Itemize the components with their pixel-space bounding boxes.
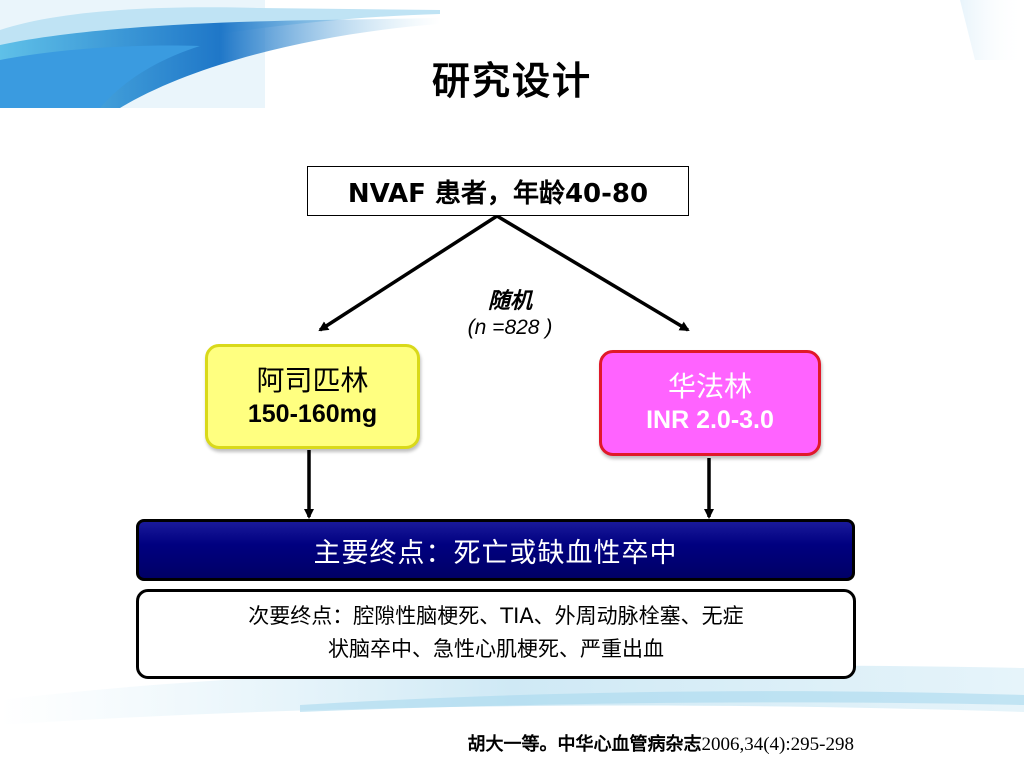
aspirin-arm-dose: 150-160mg — [208, 398, 417, 430]
warfarin-arm-box: 华法林 INR 2.0-3.0 — [599, 350, 821, 456]
aspirin-arm-box: 阿司匹林 150-160mg — [205, 344, 420, 449]
population-box: NVAF 患者，年龄40-80 — [307, 166, 689, 216]
randomization-label: 随机 — [400, 283, 620, 315]
citation-ref: 2006,34(4):295-298 — [701, 734, 854, 755]
randomization-count: (n =828 ) — [400, 316, 620, 340]
secondary-endpoint-line-1: 次要终点：腔隙性脑梗死、TIA、外周动脉栓塞、无症 — [139, 600, 853, 633]
primary-endpoint-box: 主要终点：死亡或缺血性卒中 — [136, 519, 855, 581]
secondary-endpoint-box: 次要终点：腔隙性脑梗死、TIA、外周动脉栓塞、无症 状脑卒中、急性心肌梗死、严重… — [136, 589, 856, 679]
warfarin-arm-name: 华法林 — [602, 370, 818, 404]
page-title: 研究设计 — [0, 50, 1024, 105]
secondary-endpoint-line-2: 状脑卒中、急性心肌梗死、严重出血 — [139, 633, 853, 666]
warfarin-arm-dose: INR 2.0-3.0 — [602, 404, 818, 436]
citation: 胡大一等。中华心血管病杂志2006,34(4):295-298 — [467, 730, 854, 756]
citation-text: 胡大一等。中华心血管病杂志 — [467, 734, 701, 755]
aspirin-arm-name: 阿司匹林 — [208, 364, 417, 398]
